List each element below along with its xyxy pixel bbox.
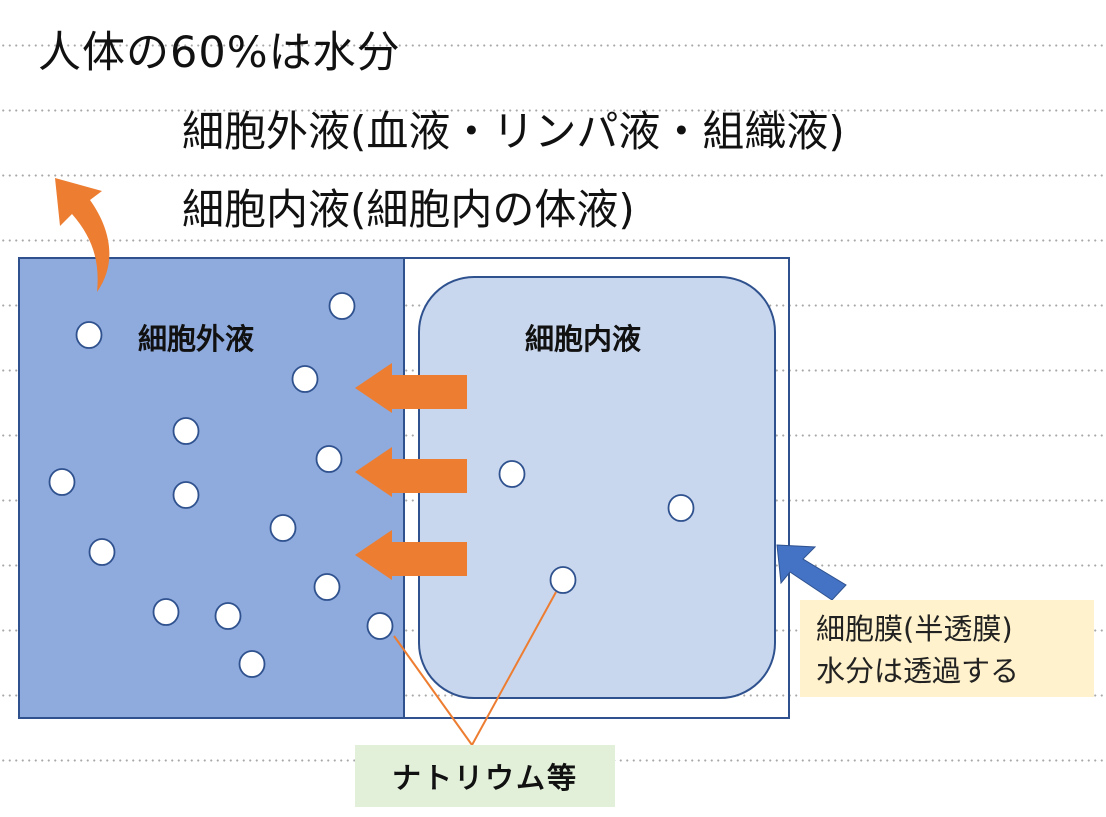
particle [549,566,577,594]
particle [366,612,394,640]
membrane-note-line1: 細胞膜(半透膜) [816,612,1013,646]
ecf-description: 細胞外液(血液・リンパ液・組織液) [182,107,845,156]
particle [48,468,76,496]
membrane-note-line2: 水分は透過する [816,654,1020,688]
left-arrow-icon [355,447,467,497]
left-arrow-icon [355,530,467,580]
particle [328,292,356,320]
particle [152,598,180,626]
icf-description: 細胞内液(細胞内の体液) [182,185,635,234]
particle [498,460,526,488]
particle [313,573,341,601]
leader-lines [393,591,557,746]
particle [315,445,343,473]
ecf-label: 細胞外液 [138,322,255,356]
particle [667,494,695,522]
particle [214,602,242,630]
page-title: 人体の60%は水分 [38,28,401,78]
particle [75,321,103,349]
particles [48,292,695,678]
sodium-label: ナトリウム等 [355,745,615,807]
curved-up-arrow-icon [55,178,110,292]
particle [238,650,266,678]
particle [291,365,319,393]
icf-label: 細胞内液 [525,322,642,356]
membrane-note: 細胞膜(半透膜) 水分は透過する [800,600,1094,697]
left-arrow-icon [355,363,467,413]
diagonal-pointer-arrow-icon [776,544,847,601]
particle [172,481,200,509]
particle [88,538,116,566]
particle [269,514,297,542]
particle [172,417,200,445]
